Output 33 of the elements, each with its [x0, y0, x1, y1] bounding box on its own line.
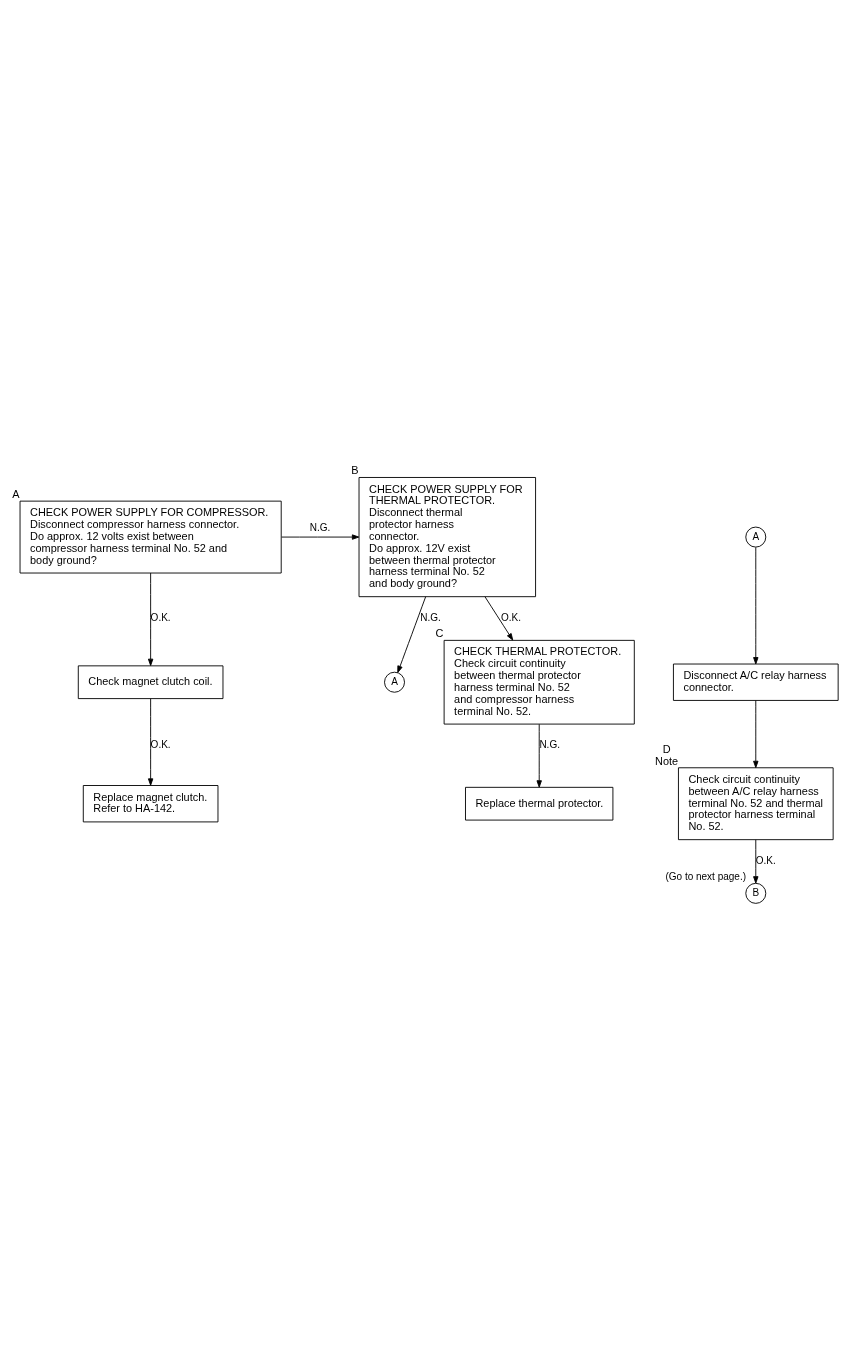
arrow: [753, 699, 759, 768]
node-label: (Go to next page.): [665, 870, 747, 882]
node-box: Replace thermal protector.: [465, 786, 614, 821]
arrow: [147, 697, 154, 786]
node-box: CHECK POWER SUPPLY FOR THERMAL PROTECTOR. Disconnect thermal protector harness connector. Do approx. 12V exist between thermal protector harness terminal No. 52 and body ground?: [358, 476, 537, 597]
node-box: CHECK THERMAL PROTECTOR. Check circuit continuity between thermal protector harness terminal No. 52 and compressor harness terminal No. 52.: [443, 639, 635, 725]
arrow: [397, 595, 427, 673]
edge-label: N.G.: [309, 521, 331, 533]
node-label: Note: [655, 754, 679, 767]
node-circle: B: [745, 882, 767, 904]
node-box: Check magnet clutch coil.: [77, 664, 224, 699]
arrow: [753, 838, 759, 883]
node-label: B: [351, 463, 359, 476]
node-box: Disconnect A/C relay harness connector.: [673, 663, 839, 701]
node-circle: A: [745, 526, 767, 548]
edge-label: N.G.: [539, 738, 560, 750]
arrow: [147, 572, 154, 666]
edge-label: O.K.: [150, 611, 171, 623]
edge-label: O.K.: [150, 738, 171, 750]
edge-label: O.K.: [500, 611, 521, 623]
arrow: [536, 723, 542, 788]
node-label: D: [662, 742, 671, 755]
arrow: [484, 595, 514, 640]
node-circle: A: [384, 671, 405, 693]
node-box: Check circuit continuity between A/C relay harness terminal No. 52 and thermal protector harness terminal No. 52.: [678, 766, 834, 840]
node-box: Replace magnet clutch. Refer to HA-142.: [82, 784, 219, 822]
node-label: A: [12, 487, 20, 500]
node-label: C: [435, 626, 444, 639]
edge-label: O.K.: [755, 854, 776, 866]
node-box: CHECK POWER SUPPLY FOR COMPRESSOR. Disconnect compressor harness connector. Do approx. 12 volts exist between compressor harness terminal No. 52 and body ground?: [19, 500, 282, 573]
edge-label: N.G.: [420, 611, 441, 623]
arrow: [281, 533, 360, 540]
arrow: [753, 546, 759, 664]
